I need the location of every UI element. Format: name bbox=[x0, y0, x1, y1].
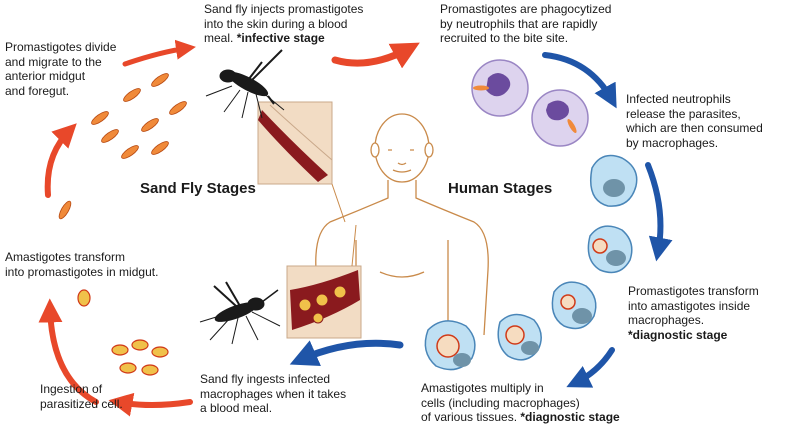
arrow-to-injection bbox=[122, 39, 196, 67]
label-injects: Sand fly injects promastigotes into the … bbox=[204, 2, 363, 46]
human-arrows bbox=[289, 52, 673, 388]
arrow-neutrophil-release bbox=[542, 52, 617, 109]
label-multiply: Amastigotes multiply in cells (including… bbox=[421, 381, 620, 425]
label-ingests: Sand fly ingests infected macrophages wh… bbox=[200, 372, 347, 415]
label-divide: Promastigotes divide and migrate to the … bbox=[5, 40, 117, 98]
sand-fly-icon bbox=[205, 49, 285, 119]
label-multiply-text: Amastigotes multiply in cells (including… bbox=[421, 381, 580, 424]
promastigote-icon bbox=[58, 73, 187, 220]
label-ingestion: Ingestion of parasitized cell. bbox=[40, 382, 123, 411]
neutrophil-cell-icon bbox=[471, 59, 589, 147]
arrow-to-transform bbox=[645, 162, 673, 262]
label-injects-emphasis: *infective stage bbox=[236, 31, 325, 45]
sand-fly-arrows bbox=[38, 39, 420, 417]
label-multiply-emphasis: *diagnostic stage bbox=[520, 410, 620, 424]
label-neutrophils-release: Infected neutrophils release the parasit… bbox=[626, 92, 763, 150]
arrow-to-multiply bbox=[566, 347, 615, 388]
macrophage-cell-icon bbox=[424, 154, 638, 371]
sand-fly-icon bbox=[199, 281, 281, 345]
arrow-to-neutrophils bbox=[331, 42, 420, 69]
heading-sand-fly-stages: Sand Fly Stages bbox=[140, 180, 256, 197]
label-transform-macrophages: Promastigotes transform into amastigotes… bbox=[628, 284, 759, 342]
skin-inset-top bbox=[257, 101, 346, 223]
label-transform-midgut: Amastigotes transform into promastigotes… bbox=[5, 250, 159, 279]
label-transform-macrophages-emphasis: *diagnostic stage bbox=[628, 327, 728, 342]
arrow-up-left-side bbox=[44, 123, 77, 198]
label-injects-text: Sand fly injects promastigotes into the … bbox=[204, 2, 364, 45]
label-transform-macrophages-text: Promastigotes transform into amastigotes… bbox=[628, 284, 759, 327]
amastigote-icon bbox=[77, 289, 169, 376]
skin-inset-bottom bbox=[286, 224, 362, 339]
arrow-ingestion-up bbox=[38, 298, 99, 405]
heading-human-stages: Human Stages bbox=[448, 180, 553, 197]
arrow-to-ingest bbox=[289, 339, 404, 367]
label-phagocytized: Promastigotes are phagocytized by neutro… bbox=[440, 2, 612, 45]
arrow-to-ingestion bbox=[108, 392, 193, 417]
